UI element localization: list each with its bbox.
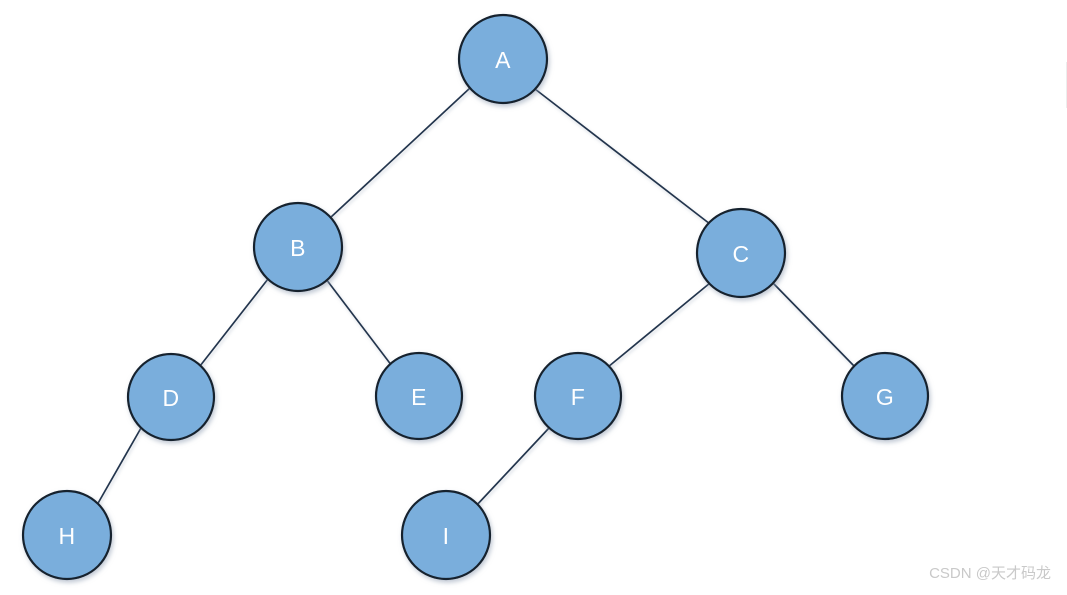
tree-node-label-d: D xyxy=(162,385,179,411)
tree-node-e[interactable]: E xyxy=(374,351,464,441)
tree-node-circle-c[interactable] xyxy=(695,207,787,299)
watermark-label: CSDN @天才码龙 xyxy=(929,565,1051,582)
tree-node-i[interactable]: I xyxy=(400,489,492,581)
tree-node-label-g: G xyxy=(876,384,894,410)
tree-node-label-h: H xyxy=(58,523,75,549)
tree-edge-f-i xyxy=(474,427,550,508)
tree-edge-d-h xyxy=(96,427,142,506)
tree-node-c[interactable]: C xyxy=(695,207,787,299)
tree-edges-group xyxy=(96,87,856,508)
tree-node-circle-b[interactable] xyxy=(252,201,344,293)
tree-node-f[interactable]: F xyxy=(533,351,623,441)
tree-edge-a-b xyxy=(329,87,471,219)
tree-node-circle-i[interactable] xyxy=(400,489,492,581)
tree-node-g[interactable]: G xyxy=(840,351,930,441)
tree-node-label-f: F xyxy=(571,384,585,410)
tree-node-b[interactable]: B xyxy=(252,201,344,293)
tree-node-circle-h[interactable] xyxy=(21,489,113,581)
tree-node-circle-g[interactable] xyxy=(840,351,930,441)
tree-node-label-a: A xyxy=(495,47,511,73)
tree-node-circle-e[interactable] xyxy=(374,351,464,441)
tree-edge-c-f xyxy=(607,282,711,368)
tree-edge-c-g xyxy=(772,282,856,368)
tree-nodes-group: A B C D E F G H I xyxy=(21,13,930,581)
tree-node-circle-d[interactable] xyxy=(126,352,216,442)
tree-node-label-i: I xyxy=(443,523,450,549)
tree-node-label-b: B xyxy=(290,235,306,261)
tree-edge-b-e xyxy=(325,278,393,367)
tree-node-label-c: C xyxy=(732,241,749,267)
tree-node-h[interactable]: H xyxy=(21,489,113,581)
tree-node-d[interactable]: D xyxy=(126,352,216,442)
tree-node-circle-a[interactable] xyxy=(457,13,549,105)
tree-node-label-e: E xyxy=(411,384,427,410)
tree-node-circle-f[interactable] xyxy=(533,351,623,441)
tree-edge-b-d xyxy=(199,278,269,367)
tree-edge-a-c xyxy=(534,88,711,225)
tree-node-a[interactable]: A xyxy=(457,13,549,105)
